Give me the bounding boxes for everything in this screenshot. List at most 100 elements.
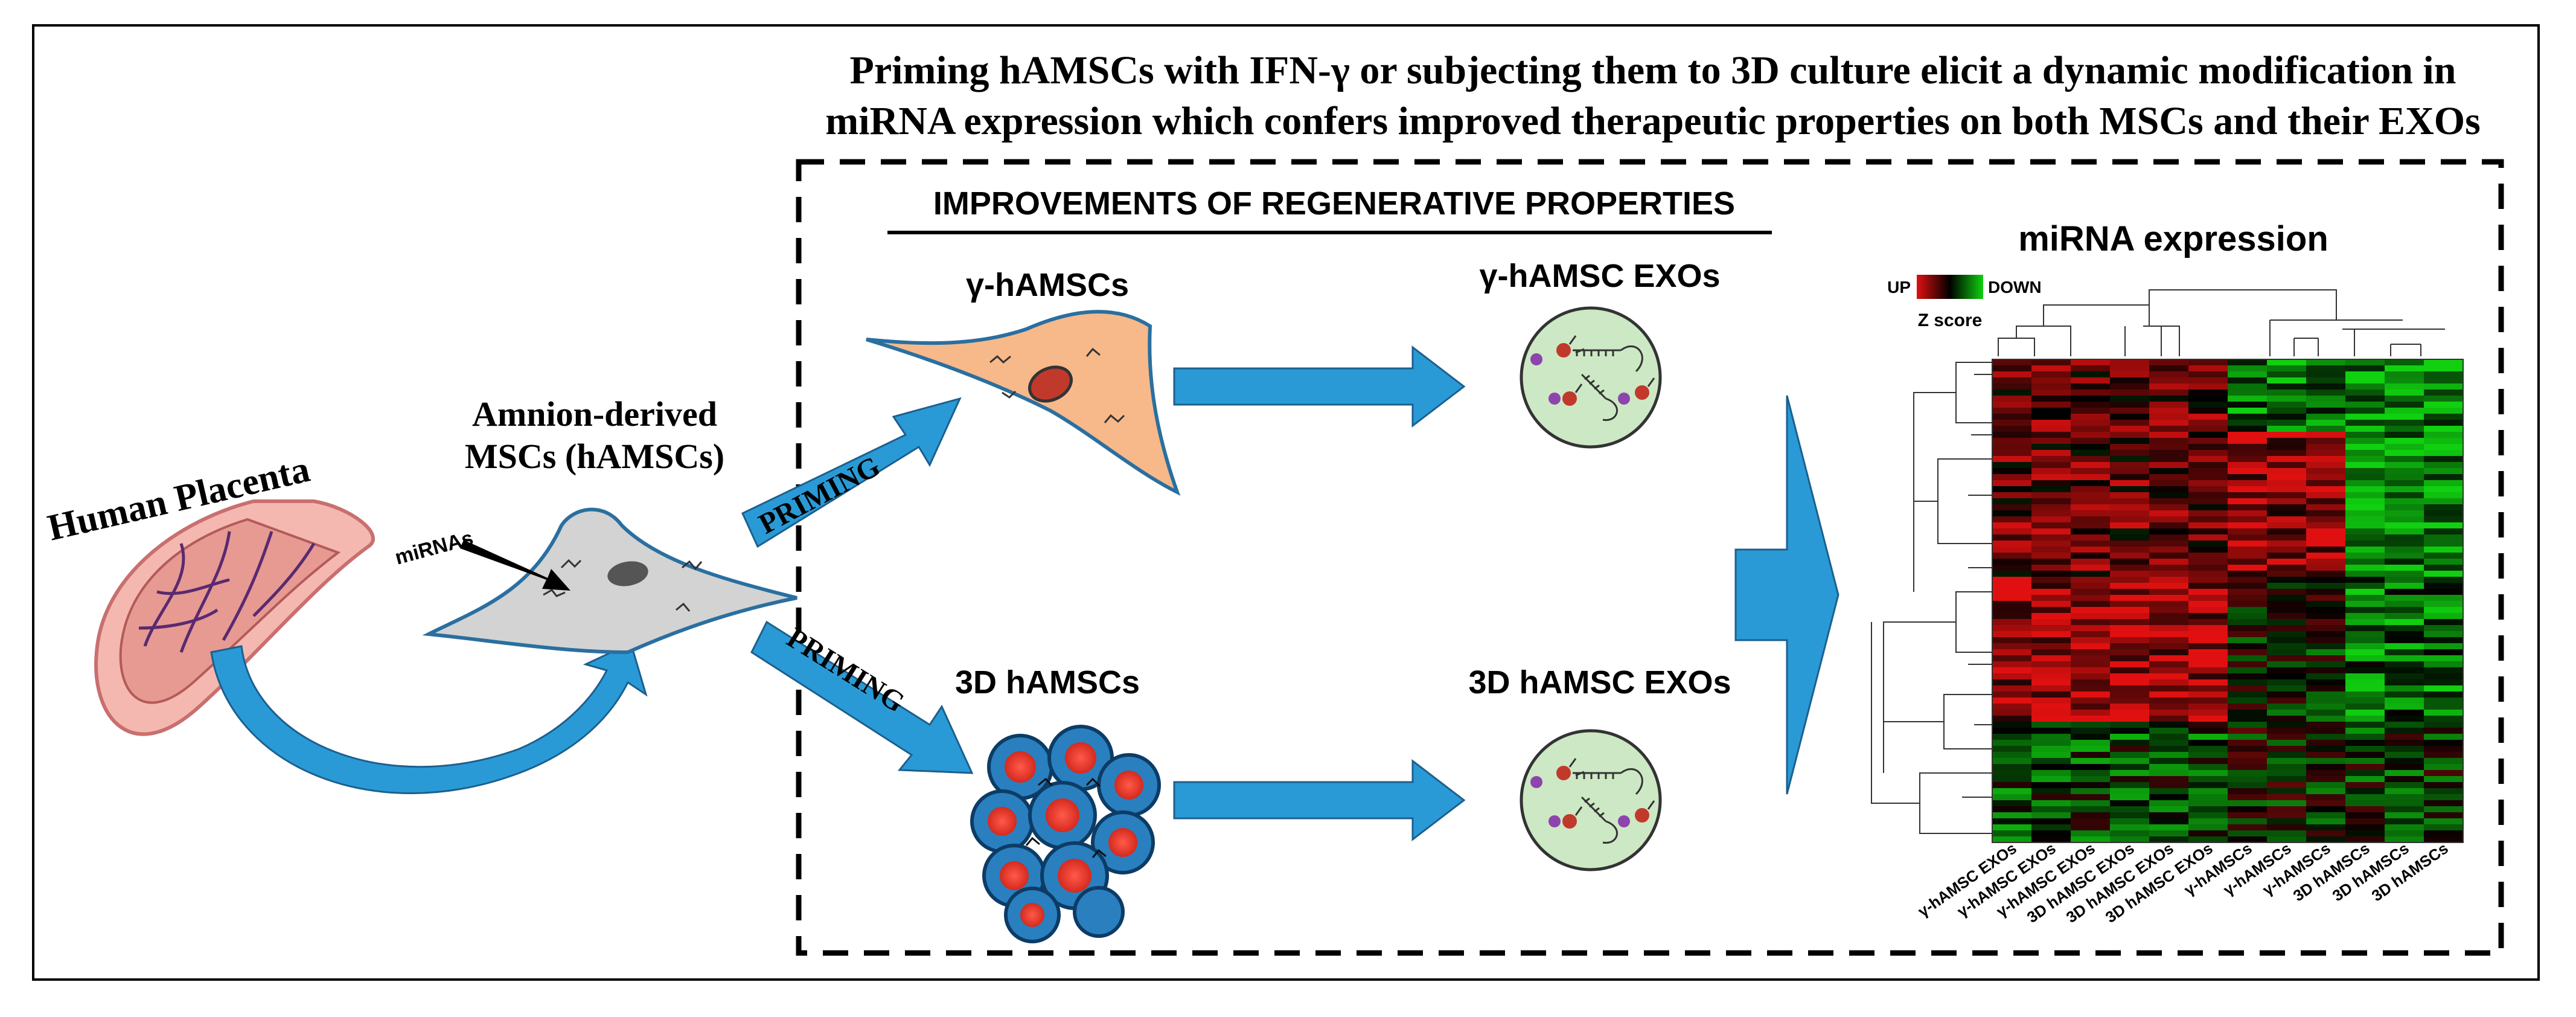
- heatmap-cell: [2306, 728, 2346, 734]
- heatmap-cell: [2424, 402, 2464, 408]
- heatmap-cell: [2188, 402, 2228, 408]
- heatmap-cell: [2110, 534, 2150, 541]
- heatmap-cell: [2031, 396, 2071, 402]
- heatmap-cell: [2345, 782, 2385, 789]
- heatmap-cell: [2345, 685, 2385, 692]
- heatmap-cell: [2031, 679, 2071, 686]
- heatmap-cell: [2071, 589, 2111, 595]
- heatmap-cell: [2149, 836, 2189, 843]
- heatmap-cell: [2306, 824, 2346, 831]
- heatmap-cell: [2345, 740, 2385, 746]
- heatmap-cell: [2267, 601, 2307, 608]
- heatmap-cell: [2228, 782, 2268, 789]
- heatmap-cell: [2385, 402, 2424, 408]
- heatmap-cell: [2188, 673, 2228, 680]
- heatmap-cell: [2071, 583, 2111, 589]
- heatmap-cell: [2345, 601, 2385, 608]
- heatmap-cell: [2345, 474, 2385, 481]
- heatmap-cell: [2306, 432, 2346, 438]
- heatmap-cell: [2071, 776, 2111, 783]
- heatmap-cell: [2267, 740, 2307, 746]
- heatmap-cell: [2031, 601, 2071, 608]
- heatmap-cell: [2188, 468, 2228, 475]
- heatmap-cell: [2228, 450, 2268, 457]
- heatmap-cell: [2385, 722, 2424, 728]
- heatmap-cell: [1992, 607, 2032, 614]
- heatmap-cell: [1992, 818, 2032, 825]
- heatmap-cell: [2306, 613, 2346, 620]
- heatmap-cell: [2188, 758, 2228, 765]
- heatmap-cell: [2424, 547, 2464, 553]
- heatmap-cell: [2267, 824, 2307, 831]
- heatmap-cell: [2188, 613, 2228, 620]
- heatmap-cell: [2110, 637, 2150, 644]
- heatmap-cell: [2306, 547, 2346, 553]
- heatmap-cell: [2188, 547, 2228, 553]
- heatmap-cell: [2306, 770, 2346, 777]
- heatmap-cell: [2228, 812, 2268, 819]
- heatmap-cell: [2031, 673, 2071, 680]
- heatmap-cell: [2188, 577, 2228, 583]
- heatmap-cell: [2031, 450, 2071, 457]
- heatmap-cell: [1992, 565, 2032, 571]
- heatmap-cell: [2228, 740, 2268, 746]
- heatmap-cell: [2228, 371, 2268, 378]
- heatmap-cell: [2149, 764, 2189, 771]
- heatmap-cell: [2031, 462, 2071, 469]
- heatmap-cell: [2345, 534, 2385, 541]
- heatmap-cell: [2424, 655, 2464, 662]
- heatmap-cell: [1992, 444, 2032, 451]
- heatmap-cell: [2149, 746, 2189, 752]
- heatmap-cell: [2267, 830, 2307, 837]
- heatmap-cell: [2188, 728, 2228, 734]
- heatmap-cell: [2031, 776, 2071, 783]
- heatmap-cell: [2031, 691, 2071, 698]
- heatmap-cell: [2149, 474, 2189, 481]
- heatmap-cell: [2424, 492, 2464, 499]
- heatmap-cell: [2267, 498, 2307, 505]
- heatmap-cell: [1992, 553, 2032, 559]
- heatmap-cell: [2031, 420, 2071, 426]
- heatmap-cell: [2031, 541, 2071, 547]
- heatmap-cell: [2110, 462, 2150, 469]
- heatmap-cell: [2188, 685, 2228, 692]
- heatmap-cell: [2110, 601, 2150, 608]
- heatmap-cell: [2424, 559, 2464, 565]
- heatmap-cell: [2306, 625, 2346, 632]
- heatmap-cell: [2071, 408, 2111, 414]
- heatmap-cell: [1992, 426, 2032, 432]
- heatmap-cell: [2071, 800, 2111, 807]
- heatmap-cell: [2385, 667, 2424, 674]
- heatmap-cell: [2424, 504, 2464, 511]
- heatmap-cell: [2267, 426, 2307, 432]
- heatmap-cell: [2385, 583, 2424, 589]
- heatmap-cell: [1992, 583, 2032, 589]
- heatmap-cell: [2110, 655, 2150, 662]
- heatmap-cell: [2149, 359, 2189, 366]
- heatmap-cell: [2228, 396, 2268, 402]
- heatmap-cell: [2188, 486, 2228, 493]
- heatmap-cell: [2267, 444, 2307, 451]
- heatmap-cell: [2306, 474, 2346, 481]
- heatmap-cell: [2110, 667, 2150, 674]
- heatmap-cell: [2345, 541, 2385, 547]
- heatmap-cell: [2031, 722, 2071, 728]
- heatmap-cell: [2110, 365, 2150, 372]
- heatmap-cell: [2267, 643, 2307, 650]
- heatmap-cell: [2188, 740, 2228, 746]
- heatmap-cell: [2424, 661, 2464, 668]
- heatmap-cell: [1992, 377, 2032, 384]
- three-d-cell-cluster: [970, 725, 1161, 943]
- heatmap-cell: [2110, 553, 2150, 559]
- heatmap-cell: [2306, 716, 2346, 722]
- heatmap-cell: [2385, 655, 2424, 662]
- heatmap-cell: [2345, 655, 2385, 662]
- heatmap-cell: [2345, 716, 2385, 722]
- heatmap-cell: [2188, 722, 2228, 728]
- heatmap-cell: [2424, 534, 2464, 541]
- heatmap-cell: [2385, 486, 2424, 493]
- heatmap-cell: [2031, 571, 2071, 577]
- heatmap-cell: [2188, 818, 2228, 825]
- heatmap-cell: [2071, 661, 2111, 668]
- heatmap-cell: [2267, 704, 2307, 710]
